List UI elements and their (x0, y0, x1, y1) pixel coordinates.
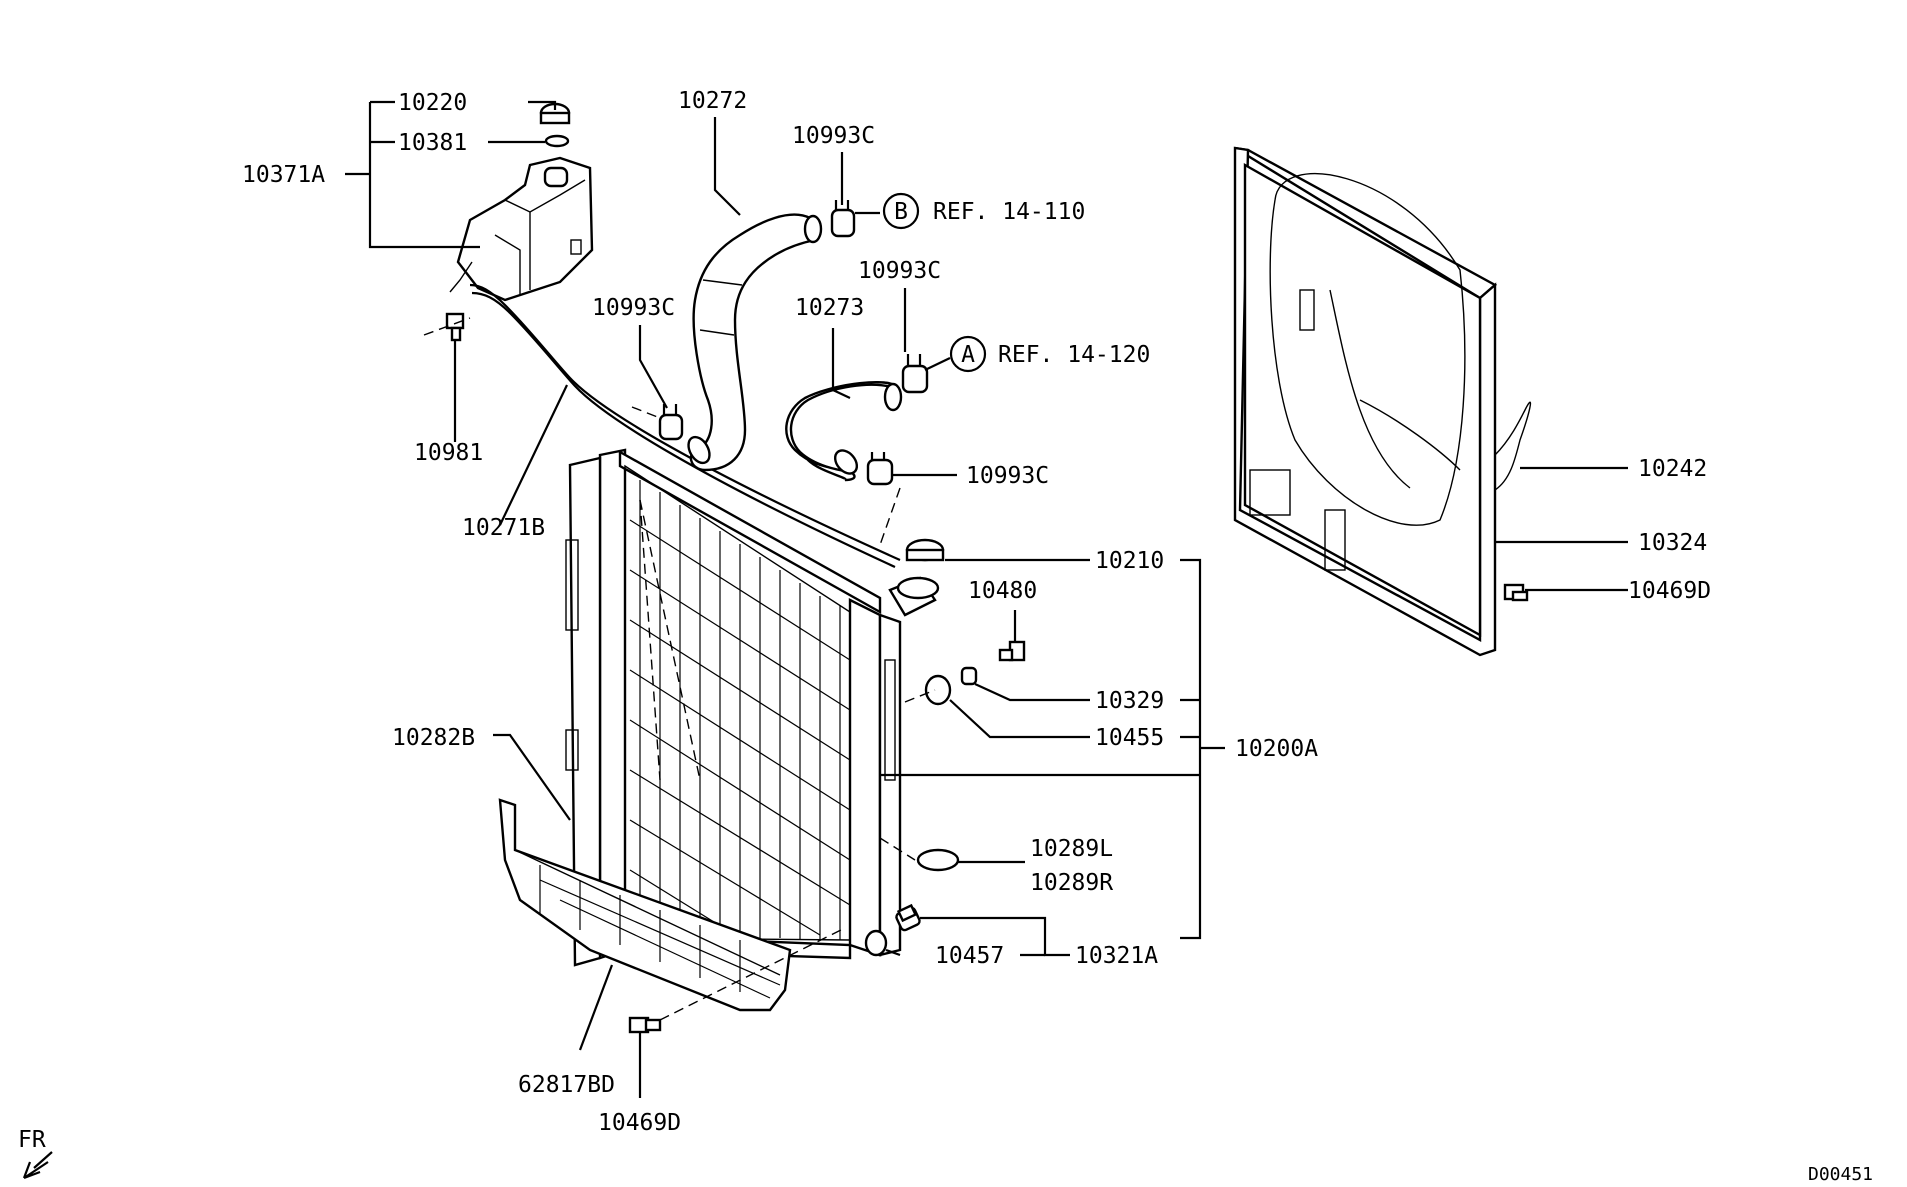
fan-shroud-drawing (1233, 146, 1532, 657)
label-10480: 10480 (968, 578, 1037, 604)
upper-hose-drawing (687, 213, 823, 472)
radiator-core-drawing (565, 448, 1026, 967)
label-10993C-low: 10993C (966, 463, 1049, 489)
label-10469D-right: 10469D (1628, 578, 1711, 604)
lower-shroud-drawing (498, 798, 846, 1034)
label-10289L: 10289L (1030, 836, 1113, 862)
label-10210: 10210 (1095, 548, 1164, 574)
ref-b-letter: B (894, 199, 908, 225)
label-10993C-mid: 10993C (858, 258, 941, 284)
label-10220: 10220 (398, 90, 467, 116)
label-10272: 10272 (678, 88, 747, 114)
ref-b-text: REF. 14-110 (933, 199, 1085, 225)
label-10469D-bottom: 10469D (598, 1110, 681, 1136)
label-10993C-left: 10993C (592, 295, 675, 321)
label-10289R: 10289R (1030, 870, 1113, 896)
label-10329: 10329 (1095, 688, 1164, 714)
label-10457: 10457 (935, 943, 1004, 969)
overflow-hose-drawing (469, 283, 901, 562)
label-10200A: 10200A (1235, 736, 1318, 762)
lower-hose-drawing (785, 381, 903, 482)
ref-a-circle (949, 335, 987, 373)
label-10993C-top: 10993C (792, 123, 875, 149)
label-10371A: 10371A (242, 162, 325, 188)
label-10273: 10273 (795, 295, 864, 321)
front-arrow-icon (22, 1151, 53, 1180)
ref-b-circle (882, 192, 920, 230)
label-62817BD: 62817BD (518, 1072, 615, 1098)
label-10242: 10242 (1638, 456, 1707, 482)
label-10455: 10455 (1095, 725, 1164, 751)
label-10981: 10981 (414, 440, 483, 466)
front-marker-label: FR (18, 1127, 46, 1153)
label-10381: 10381 (398, 130, 467, 156)
label-10282B: 10282B (392, 725, 475, 751)
leader-lines (345, 100, 1628, 1098)
ref-a-text: REF. 14-120 (998, 342, 1150, 368)
ref-a-letter: A (961, 342, 975, 368)
diagram-id: D00451 (1808, 1164, 1873, 1185)
label-10324: 10324 (1638, 530, 1707, 556)
label-10271B: 10271B (462, 515, 545, 541)
hose-clamps-drawing (631, 200, 929, 546)
label-10321A: 10321A (1075, 943, 1158, 969)
